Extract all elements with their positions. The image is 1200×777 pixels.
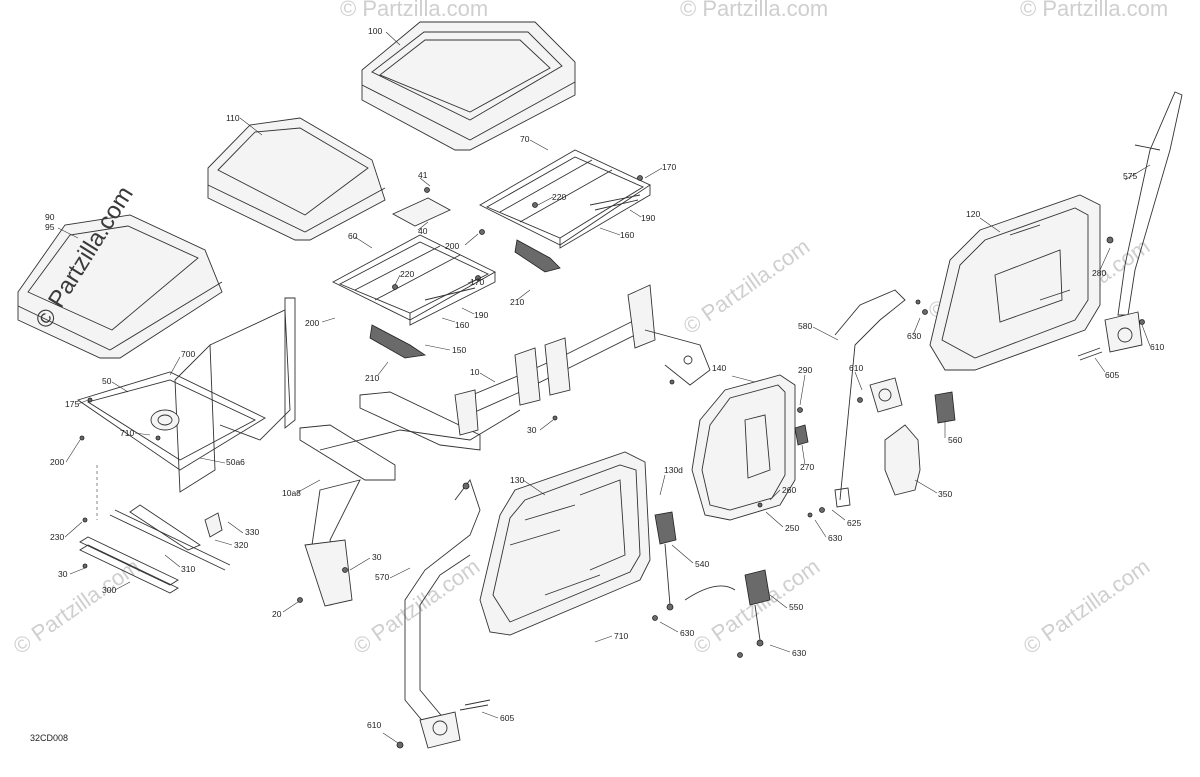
callout-label: 200 [50, 457, 64, 467]
buckle-cover-560 [934, 391, 956, 424]
bracket-10a8 [297, 479, 361, 607]
callout-label: 575 [1123, 171, 1137, 181]
callout-label: 270 [800, 462, 814, 472]
callout-label: 610 [367, 720, 381, 730]
seat-back-140 [691, 374, 809, 521]
callout-label: 130 [510, 475, 524, 485]
trim-350 [884, 424, 921, 496]
cover-plate-40 [391, 187, 485, 235]
watermark: © Partzilla.com [689, 554, 825, 660]
callout-label: 630 [792, 648, 806, 658]
seat-belt-570 [396, 479, 491, 749]
callout-label: 50a6 [226, 457, 245, 467]
buckle-550 [737, 569, 771, 658]
callout-label: 250 [785, 523, 799, 533]
callout-label: 310 [181, 564, 195, 574]
callout-label: 220 [400, 269, 414, 279]
callout-label: 280 [1092, 268, 1106, 278]
callout-label: 625 [847, 518, 861, 528]
callout-label: 41 [418, 170, 428, 180]
callout-label: 20 [272, 609, 282, 619]
seat-slider-frame-60 [332, 234, 496, 359]
callout-label: 610 [1150, 342, 1164, 352]
seat-cushion-100 [361, 21, 576, 151]
callout-label: 200 [445, 241, 459, 251]
seat-belt-575 [1077, 91, 1183, 361]
callout-label: 100 [368, 26, 382, 36]
callout-label: 190 [641, 213, 655, 223]
callout-label: 70 [520, 134, 530, 144]
callout-label: 130d [664, 465, 683, 475]
watermark: © Partzilla.com [1019, 554, 1155, 660]
seat-belt-580 [807, 289, 928, 518]
callout-label: 160 [620, 230, 634, 240]
callout-label: 710 [614, 631, 628, 641]
callout-label: 90 [45, 212, 55, 222]
callout-label: 30 [58, 569, 68, 579]
callout-label: 550 [789, 602, 803, 612]
callout-label: 95 [45, 222, 55, 232]
callout-label: 700 [181, 349, 195, 359]
callout-label: 630 [828, 533, 842, 543]
callout-label: 10 [470, 367, 480, 377]
callout-label: 610 [849, 363, 863, 373]
callout-label: 630 [680, 628, 694, 638]
support-frame-10 [299, 284, 711, 481]
watermark: © Partzilla.com [1020, 0, 1168, 21]
callout-labels: 100 110 90 95 41 40 200 70 170 220 190 1… [45, 26, 1164, 730]
callout-label: 110 [226, 113, 240, 123]
callout-label: 320 [234, 540, 248, 550]
callout-label: 230 [50, 532, 64, 542]
callout-label: 150 [452, 345, 466, 355]
watermark: © Partzilla.com [9, 554, 145, 660]
seat-cushion-110 [207, 117, 386, 241]
callout-label: 10a8 [282, 488, 301, 498]
callout-label: 210 [365, 373, 379, 383]
callout-label: 580 [798, 321, 812, 331]
callout-label: 140 [712, 363, 726, 373]
watermark: © Partzilla.com [340, 0, 488, 21]
callout-label: 170 [470, 277, 484, 287]
callout-label: 190 [474, 310, 488, 320]
seat-rails-300 [79, 504, 231, 594]
callout-label: 220 [552, 192, 566, 202]
callout-label: 50 [102, 376, 112, 386]
callout-label: 570 [375, 572, 389, 582]
callout-label: 605 [1105, 370, 1119, 380]
callout-label: 350 [938, 489, 952, 499]
callout-label: 540 [695, 559, 709, 569]
callout-label: 160 [455, 320, 469, 330]
callout-label: 210 [510, 297, 524, 307]
callout-label: 560 [948, 435, 962, 445]
callout-label: 260 [782, 485, 796, 495]
callout-label: 170 [662, 162, 676, 172]
callout-label: 200 [305, 318, 319, 328]
watermark: © Partzilla.com [349, 554, 485, 660]
callout-label: 330 [245, 527, 259, 537]
seat-base-frame-50 [76, 297, 296, 493]
seat-slider-frame-70 [479, 149, 651, 273]
callout-label: 175 [65, 399, 79, 409]
callout-label: 300 [102, 585, 116, 595]
callout-label: 30 [372, 552, 382, 562]
callout-label: 120 [966, 209, 980, 219]
seat-cushion-90 [17, 214, 223, 359]
seat-back-120 [929, 194, 1114, 371]
buckle-540 [652, 511, 736, 621]
callout-label: 630 [907, 331, 921, 341]
diagram-code: 32CD008 [30, 733, 68, 743]
callout-label: 30 [527, 425, 537, 435]
callout-label: 605 [500, 713, 514, 723]
callout-label: 710 [120, 428, 134, 438]
leader-lines [57, 31, 1151, 744]
watermark: © Partzilla.com [680, 0, 828, 21]
callout-label: 40 [418, 226, 428, 236]
watermark: © Partzilla.com [679, 234, 815, 340]
callout-label: 60 [348, 231, 358, 241]
seat-back-130 [479, 451, 651, 636]
callout-label: 290 [798, 365, 812, 375]
